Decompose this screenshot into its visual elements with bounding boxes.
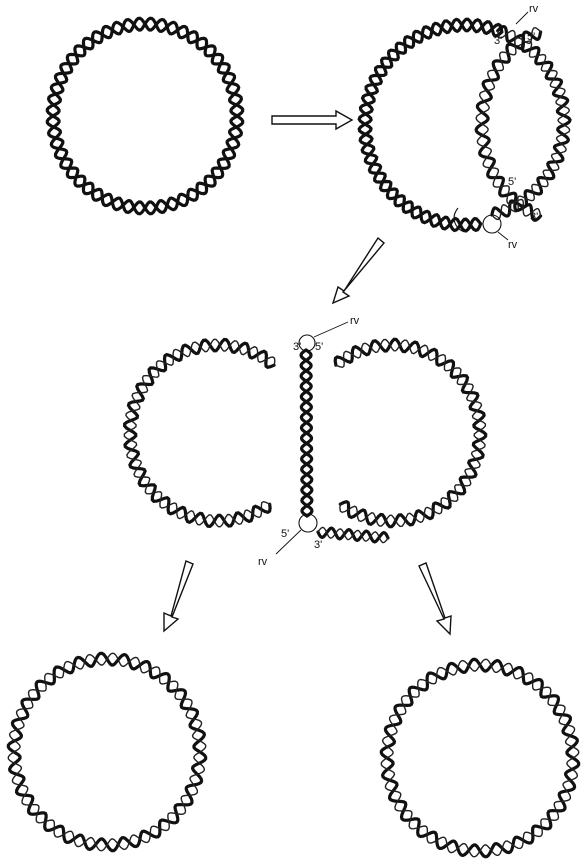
arrow-right xyxy=(271,109,354,131)
parental-circular-dna xyxy=(45,16,245,216)
arrow-down-left-2 xyxy=(163,560,194,633)
rv-label-top: rv xyxy=(529,3,539,15)
three-prime-label-late-bottom: 3' xyxy=(314,539,322,551)
rv-label-late-top: rv xyxy=(350,315,360,327)
late-site-top: rv 3' 5' xyxy=(293,315,360,353)
late-site-bottom: rv 5' 3' xyxy=(258,513,322,568)
five-prime-label-late-bottom: 5' xyxy=(281,528,289,540)
arrow-down-right xyxy=(418,562,452,636)
replication-site-top: rv 3' 5' xyxy=(494,3,539,47)
five-prime-label: 5' xyxy=(527,31,535,43)
arrow-down-left xyxy=(331,236,385,305)
rv-label-late-bottom: rv xyxy=(258,556,268,568)
three-prime-label: 3' xyxy=(494,35,502,47)
rv-label-bottom: rv xyxy=(508,239,518,251)
replication-intermediate xyxy=(357,17,572,233)
late-replication-intermediate xyxy=(122,337,488,544)
daughter-dna-left xyxy=(6,651,208,853)
five-prime-label-mid: 5' xyxy=(508,176,516,188)
daughter-dna-right xyxy=(379,657,581,859)
three-prime-label-bottom: 3' xyxy=(530,211,538,223)
three-prime-label-late: 3' xyxy=(293,341,301,353)
replication-site-bottom: rv 5' 3' xyxy=(453,176,538,251)
five-prime-label-late: 5' xyxy=(315,341,323,353)
